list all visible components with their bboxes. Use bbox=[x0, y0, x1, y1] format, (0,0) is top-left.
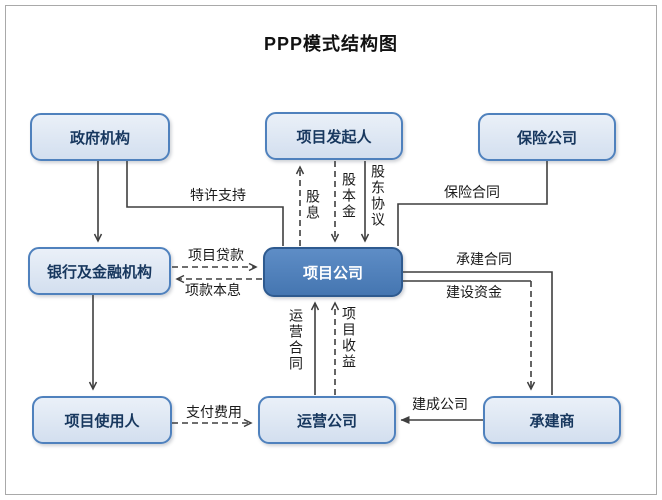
label-project-loan: 项目贷款 bbox=[188, 247, 244, 263]
label-payment-fee: 支付费用 bbox=[186, 404, 242, 420]
edge-insurance-contract bbox=[397, 161, 548, 246]
node-government: 政府机构 bbox=[30, 113, 170, 161]
label-shareholder-agreement: 股东协议 bbox=[370, 164, 386, 228]
label-construction-funds: 建设资金 bbox=[446, 284, 502, 300]
edge-construction-contract bbox=[403, 271, 553, 395]
label-dividend: 股息 bbox=[305, 189, 321, 221]
node-bank: 银行及金融机构 bbox=[28, 247, 171, 295]
label-loan-principal-interest: 项款本息 bbox=[185, 282, 241, 298]
label-equity-capital: 股本金 bbox=[341, 172, 357, 220]
node-operator: 运营公司 bbox=[258, 396, 396, 444]
label-project-revenue: 项目收益 bbox=[341, 306, 357, 370]
label-construction-contract: 承建合同 bbox=[456, 251, 512, 267]
label-franchise-support: 特许支持 bbox=[190, 187, 246, 203]
node-contractor: 承建商 bbox=[483, 396, 621, 444]
node-insurance: 保险公司 bbox=[478, 113, 616, 161]
edge-franchise-support bbox=[126, 161, 284, 246]
diagram-title: PPP模式结构图 bbox=[263, 34, 399, 54]
label-operating-contract: 运营合同 bbox=[288, 308, 304, 372]
label-completed-company: 建成公司 bbox=[412, 396, 468, 412]
label-insurance-contract: 保险合同 bbox=[444, 184, 500, 200]
node-sponsor: 项目发起人 bbox=[265, 112, 403, 160]
node-project-user: 项目使用人 bbox=[32, 396, 172, 444]
node-project-company: 项目公司 bbox=[263, 247, 403, 297]
